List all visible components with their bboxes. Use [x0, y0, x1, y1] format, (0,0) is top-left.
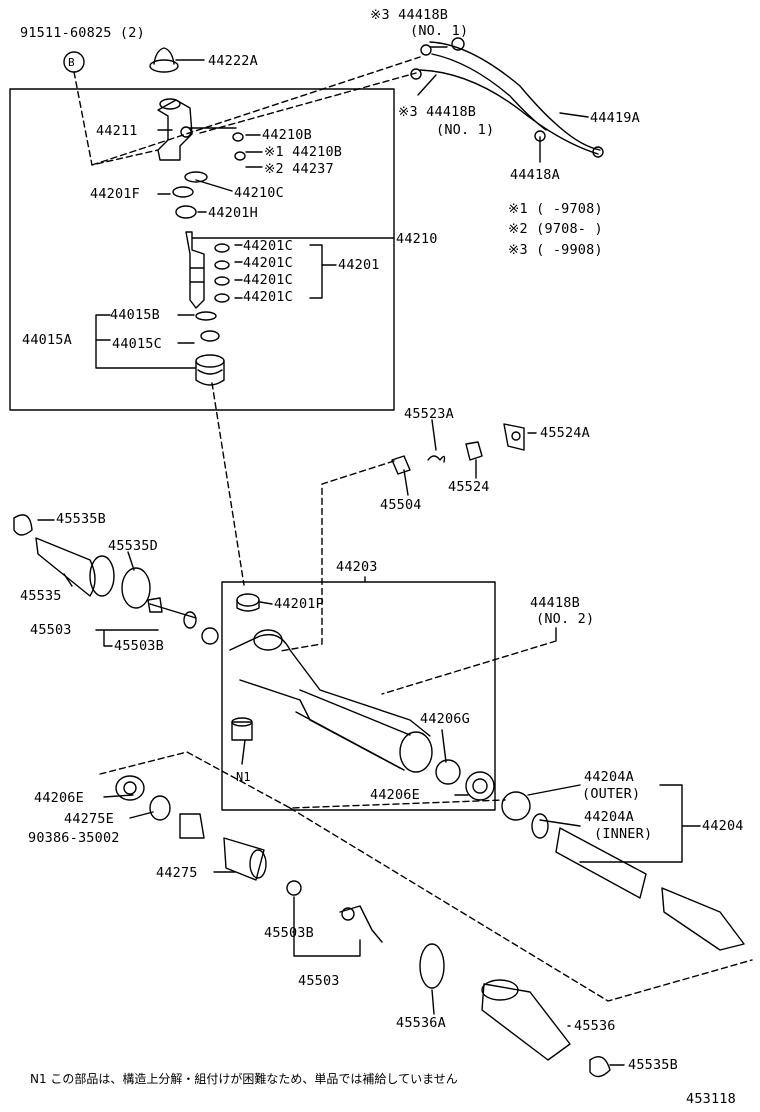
part-45535: 45535	[20, 588, 62, 604]
part-44201f: 44201F	[90, 186, 140, 202]
footnote-1: ※1 ( -9708)	[508, 201, 603, 217]
part-44201c-3: 44201C	[243, 272, 293, 288]
part-44206e-left: 44206E	[34, 790, 84, 806]
part-44418b-no2: (NO. 2)	[536, 611, 595, 627]
part-44418b-mid-no1: (NO. 1)	[436, 122, 495, 138]
part-45535b-top: 45535B	[56, 511, 106, 527]
part-44015c: 44015C	[112, 336, 162, 352]
reference-b-circle	[63, 51, 85, 73]
part-45503-bottom: 45503	[298, 973, 340, 989]
part-44204: 44204	[702, 818, 744, 834]
part-45524: 45524	[448, 479, 490, 495]
part-44201p: 44201P	[274, 596, 324, 612]
part-44211: 44211	[96, 123, 138, 139]
part-45503b-bottom: 45503B	[264, 925, 314, 941]
part-44210c: 44210C	[234, 185, 284, 201]
part-44222a: 44222A	[208, 53, 258, 69]
dashed-guide-lines	[73, 56, 753, 1002]
part-44275e: 44275E	[64, 811, 114, 827]
note-n1-text: N1 この部品は、構造上分解・組付けが困難なため、単品では補給していません	[30, 1072, 458, 1086]
part-45536: 45536	[574, 1018, 616, 1034]
rack-housing-frame	[221, 581, 496, 811]
part-44201c-1: 44201C	[243, 238, 293, 254]
part-44418b-right: 44418B	[530, 595, 580, 611]
part-44206g: 44206G	[420, 711, 470, 727]
part-44418a: 44418A	[510, 167, 560, 183]
footnote-3: ※3 ( -9908)	[508, 242, 603, 258]
part-45536a: 45536A	[396, 1015, 446, 1031]
part-45535d: 45535D	[108, 538, 158, 554]
part-44203: 44203	[336, 559, 378, 575]
label-inner: (INNER)	[594, 826, 653, 842]
callout-b: B	[68, 56, 75, 69]
part-44210b-note1: ※1 44210B	[264, 144, 343, 160]
part-45524a: 45524A	[540, 425, 590, 441]
part-45503b-left: 45503B	[114, 638, 164, 654]
part-44418b-top-no1: (NO. 1)	[410, 23, 469, 39]
part-44015b: 44015B	[110, 307, 160, 323]
leader-lines	[37, 46, 701, 1066]
part-44210b: 44210B	[262, 127, 312, 143]
part-44201c-4: 44201C	[243, 289, 293, 305]
part-44204a-outer: 44204A	[584, 769, 634, 785]
small-parts	[13, 37, 745, 1078]
valve-assembly-frame	[9, 88, 395, 411]
note-n1-marker: N1	[236, 770, 251, 784]
part-91511-60825: 91511-60825 (2)	[20, 25, 145, 41]
label-outer: (OUTER)	[582, 786, 641, 802]
part-44015a: 44015A	[22, 332, 72, 348]
part-44275: 44275	[156, 865, 198, 881]
part-44237-note2: ※2 44237	[264, 161, 334, 177]
part-45504: 45504	[380, 497, 422, 513]
part-44204a-inner: 44204A	[584, 809, 634, 825]
part-44418b-top: ※3 44418B	[370, 7, 449, 23]
part-44418b-mid: ※3 44418B	[398, 104, 477, 120]
part-44201: 44201	[338, 257, 380, 273]
part-44201h: 44201H	[208, 205, 258, 221]
part-90386-35002: 90386-35002	[28, 830, 120, 846]
part-44206e-right: 44206E	[370, 787, 420, 803]
part-44419a: 44419A	[590, 110, 640, 126]
part-44201c-2: 44201C	[243, 255, 293, 271]
part-44210: 44210	[396, 231, 438, 247]
figure-number: 453118	[686, 1091, 736, 1107]
footnote-2: ※2 (9708- )	[508, 221, 603, 237]
part-45523a: 45523A	[404, 406, 454, 422]
part-45535b-bottom: 45535B	[628, 1057, 678, 1073]
part-45503-left: 45503	[30, 622, 72, 638]
